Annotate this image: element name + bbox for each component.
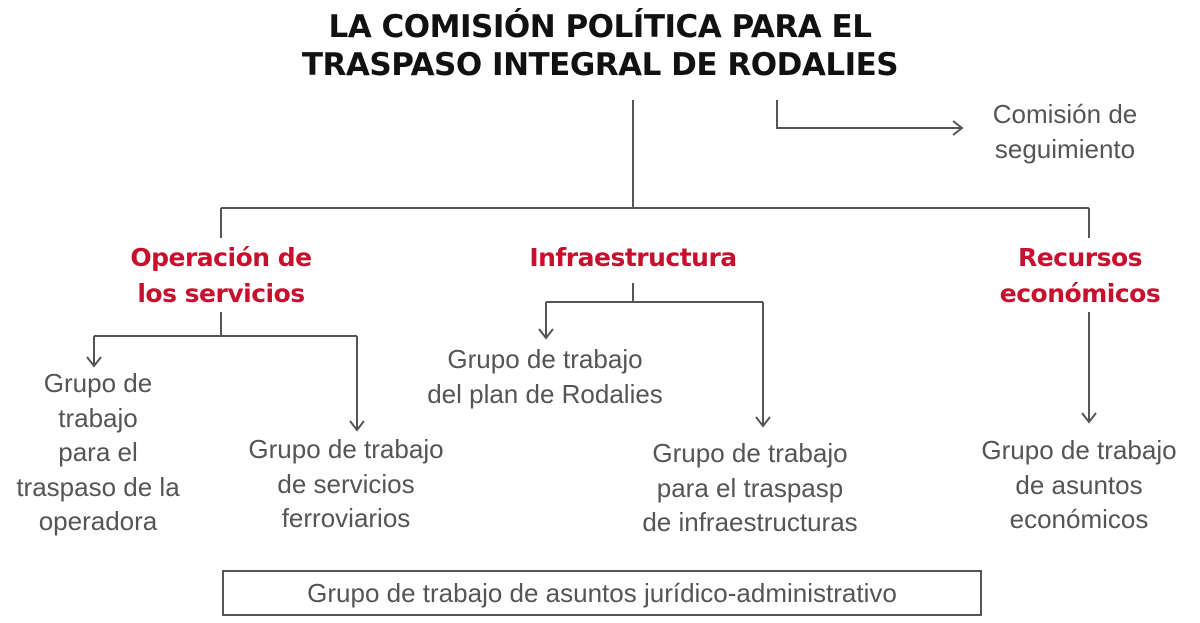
branch-operacion-line-2: los servicios [137, 279, 305, 308]
group-servicios-ferroviarios: Grupo de trabajo de servicios ferroviari… [222, 432, 470, 536]
group-plan-rodalies: Grupo de trabajo del plan de Rodalies [400, 342, 690, 411]
operacion-arrowhead-left [86, 356, 102, 368]
group-line: de infraestructuras [642, 507, 858, 537]
group-line: Grupo de trabajo [652, 438, 848, 468]
infra-arrowhead-right [755, 416, 771, 428]
group-line: ferroviarios [281, 503, 411, 533]
group-line: Grupo de [43, 368, 153, 398]
branch-recursos-line-1: Recursos [1017, 243, 1143, 272]
group-line: Grupo de trabajo [981, 435, 1177, 465]
group-line: operadora [38, 506, 158, 536]
group-line: Grupo de trabajo [447, 344, 643, 374]
legal-group-box: Grupo de trabajo de asuntos jurídico-adm… [222, 570, 982, 616]
branch-infraestructura-line-1: Infraestructura [529, 243, 737, 272]
group-traspaso-infraestructuras: Grupo de trabajo para el traspasp de inf… [612, 436, 888, 540]
side-commission: Comisión de seguimiento [960, 97, 1170, 166]
side-commission-line-1: Comisión de [992, 99, 1138, 129]
operacion-arrowhead-right [349, 420, 365, 432]
title-line-2: TRASPASO INTEGRAL DE RODALIES [301, 47, 899, 83]
branch-operacion-line-1: Operación de [130, 243, 312, 272]
branch-operacion: Operación de los servicios [101, 240, 341, 312]
side-commission-arrowhead [952, 120, 964, 136]
infra-arrowhead-left [538, 328, 554, 340]
title-line-1: LA COMISIÓN POLÍTICA PARA EL [328, 9, 872, 45]
page-title: LA COMISIÓN POLÍTICA PARA EL TRASPASO IN… [200, 8, 1000, 84]
side-commission-arrow [776, 100, 962, 129]
side-commission-line-2: seguimiento [994, 133, 1136, 164]
group-line: para el traspasp [656, 472, 844, 503]
group-line: traspaso de la [16, 471, 180, 502]
group-asuntos-economicos: Grupo de trabajo de asuntos económicos [958, 433, 1200, 537]
group-line: de asuntos [1015, 469, 1143, 500]
branch-recursos: Recursos económicos [975, 240, 1185, 312]
group-line: para el [58, 437, 138, 467]
group-line: del plan de Rodalies [427, 378, 663, 409]
group-traspaso-operadora: Grupo de trabajo para el traspaso de la … [0, 366, 196, 539]
group-line: de servicios [277, 468, 415, 499]
legal-group-label: Grupo de trabajo de asuntos jurídico-adm… [307, 577, 897, 608]
group-line: trabajo [58, 402, 138, 433]
branch-recursos-line-2: económicos [999, 279, 1161, 308]
group-line: económicos [1009, 504, 1149, 534]
recursos-arrowhead [1081, 412, 1097, 424]
branch-infraestructura: Infraestructura [498, 240, 768, 276]
group-line: Grupo de trabajo [248, 434, 444, 464]
